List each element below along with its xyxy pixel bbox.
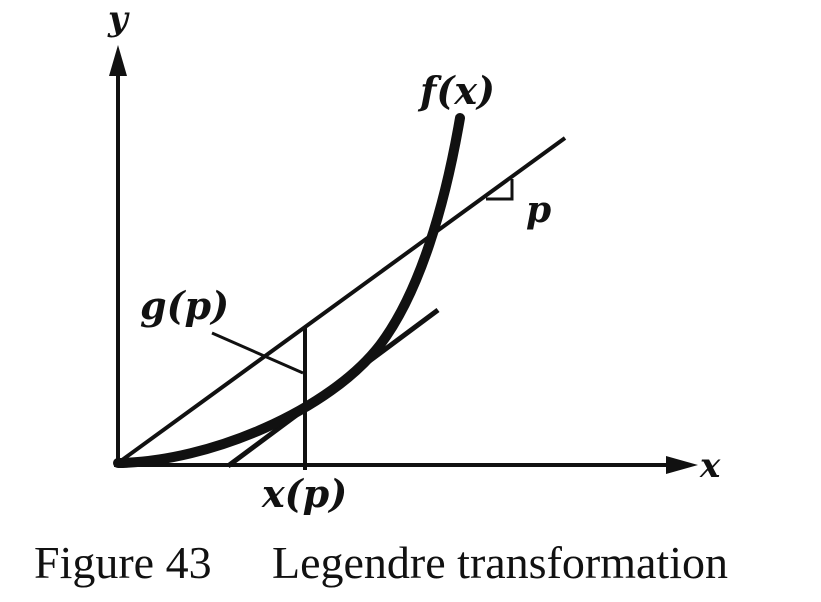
x-axis-label: x <box>699 446 721 486</box>
slope-p-line <box>116 136 567 465</box>
slope-triangle-marker <box>486 179 514 201</box>
tangent-point-label-x-p: x(p) <box>261 471 347 516</box>
figure-number: Figure 43 <box>34 537 212 588</box>
y-axis <box>109 45 127 465</box>
y-axis-arrowhead <box>109 45 127 76</box>
slope-label-p: p <box>526 189 551 231</box>
curve-f <box>113 113 465 468</box>
y-axis-label: y <box>107 0 130 39</box>
x-axis-arrowhead <box>666 456 698 474</box>
g-p-leader-line <box>211 331 304 375</box>
figure-title: Legendre transformation <box>272 537 728 588</box>
curve-label-f-x: f(x) <box>417 68 495 113</box>
intercept-label-g-p: g(p) <box>140 283 229 328</box>
x-axis <box>114 456 698 474</box>
